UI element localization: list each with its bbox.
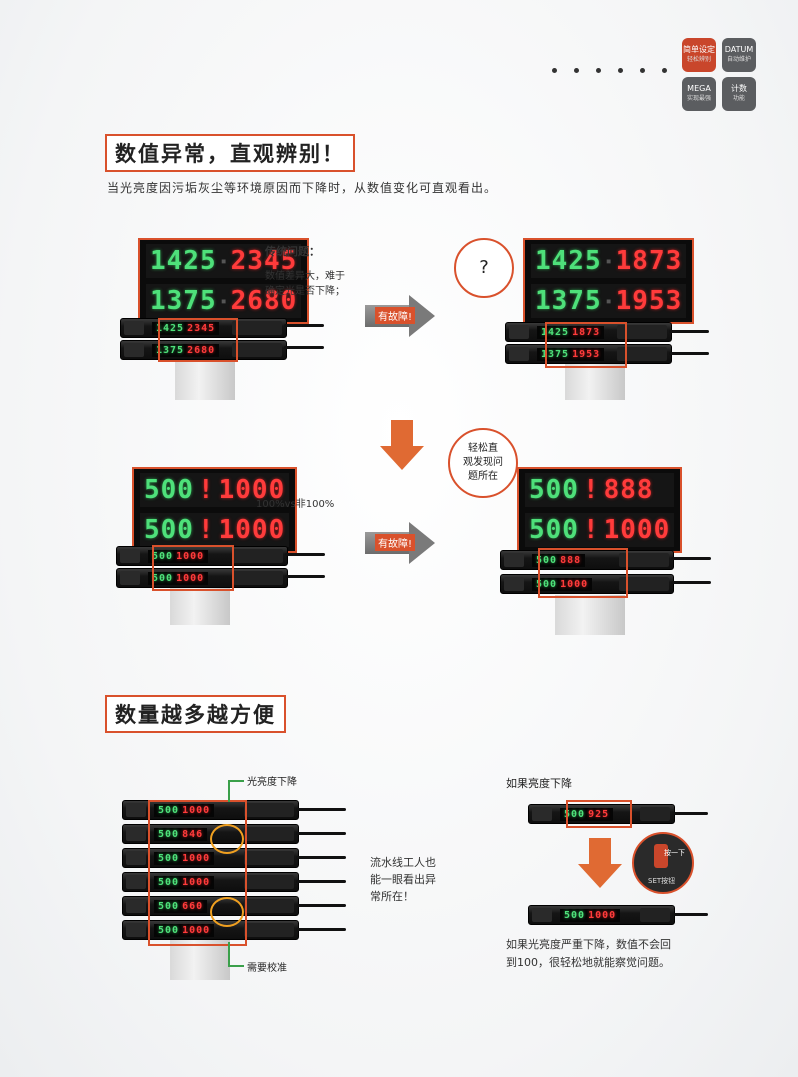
set-button-label: SET按钮 [648, 877, 676, 885]
cable [284, 346, 324, 349]
badge-counter: 计数功能 [722, 77, 756, 111]
cable [671, 557, 711, 560]
page-dots [552, 68, 667, 73]
conclusion-note: 如果光亮度严重下降，数值不会回 到100，很轻松地就能察觉问题。 [506, 938, 671, 969]
digit-green: 500 [158, 876, 180, 888]
highlight-box [152, 545, 234, 591]
digit-red: 1873 [615, 246, 683, 276]
panel-traditional: 1425▪2345 1375▪2680 [138, 238, 310, 324]
digit-red: 1000 [182, 924, 211, 936]
digit-red: 1000 [182, 876, 211, 888]
worker-note: 流水线工人也 能一眼看出异 常所在！ [370, 856, 436, 903]
digit-green: 500 [529, 475, 579, 505]
digit-red: 846 [182, 828, 204, 840]
panel-new-after: 500!888 500!1000 [517, 467, 683, 553]
cable [296, 808, 346, 811]
arrow-down [578, 838, 622, 888]
cable [296, 832, 346, 835]
digit-green: 1375 [150, 286, 217, 316]
section-subtitle: 当光亮度因污垢灰尘等环境原因而下降时，从数值变化可直观看出。 [107, 181, 498, 195]
cable [284, 324, 324, 327]
digit-green: 1425 [535, 246, 602, 276]
callout-line [228, 965, 244, 967]
callout-line [228, 942, 230, 966]
digit-red: 1000 [218, 475, 286, 505]
digit-green: 500 [158, 804, 180, 816]
arrow-right-fault: 有故障! [365, 522, 437, 564]
cable [672, 812, 708, 815]
digit-green: 500 [158, 900, 180, 912]
cable [296, 904, 346, 907]
cable [671, 581, 711, 584]
badge-easy-setup: 简单设定轻松辨别 [682, 38, 716, 72]
callout-calibration: 需要校准 [247, 963, 287, 974]
highlight-box [538, 548, 628, 598]
question-bubble: ? [454, 238, 514, 298]
section-title-more-easier: 数量越多越方便 [105, 695, 286, 733]
highlight-box [566, 800, 632, 828]
digit-red: 1000 [182, 852, 211, 864]
set-button-inset: 按一下 SET按钮 [632, 832, 694, 894]
cable [285, 553, 325, 556]
digit-red: 1953 [615, 286, 683, 316]
abnormal-circle [210, 897, 244, 927]
digit-green: 500 [158, 828, 180, 840]
digit-red: 1000 [182, 804, 211, 816]
digit-red: 660 [182, 900, 204, 912]
easy-detect-bubble: 轻松直观发现问题所在 [448, 428, 518, 498]
cable [669, 352, 709, 355]
digit-green: 1375 [535, 286, 602, 316]
cable [296, 856, 346, 859]
digit-green: 500 [144, 515, 194, 545]
cable [296, 928, 346, 931]
cable [285, 575, 325, 578]
digit-green: 500 [158, 924, 180, 936]
panel-new: 500!1000 500!1000 [132, 467, 298, 553]
highlight-box [545, 322, 627, 368]
panel-traditional-after: 1425▪1873 1375▪1953 [523, 238, 695, 324]
cable [669, 330, 709, 333]
ratio-note: 100%vs非100% [256, 499, 335, 510]
din-rail [170, 585, 230, 625]
digit-green: 1425 [150, 246, 217, 276]
din-rail [555, 595, 625, 635]
cable [296, 880, 346, 883]
digit-red: 2680 [230, 286, 298, 316]
callout-line [228, 780, 230, 802]
highlight-box [158, 318, 238, 362]
section-title-anomaly: 数值异常，直观辨别！ [105, 134, 355, 172]
cable [672, 913, 708, 916]
digit-red: 888 [603, 475, 654, 505]
digit-red: 1000 [218, 515, 286, 545]
right-title: 如果亮度下降 [506, 777, 572, 790]
press-label: 按一下 [664, 849, 685, 857]
callout-brightness-drop: 光亮度下降 [247, 777, 297, 788]
arrow-down [380, 420, 424, 470]
callout-line [228, 780, 244, 782]
traditional-problem-note: 传统问题： 数值差异大，难于 确定光是否下降； [265, 245, 345, 297]
digit-green: 500 [158, 852, 180, 864]
arrow-right-fault: 有故障! [365, 295, 437, 337]
digit-green: 500 [144, 475, 194, 505]
set-button [654, 844, 668, 868]
digit-red: 1000 [603, 515, 671, 545]
abnormal-circle [210, 824, 244, 854]
digit-red: 2345 [230, 246, 298, 276]
highlight-box [148, 800, 247, 946]
digit-green: 500 [529, 515, 579, 545]
din-rail [175, 360, 235, 400]
